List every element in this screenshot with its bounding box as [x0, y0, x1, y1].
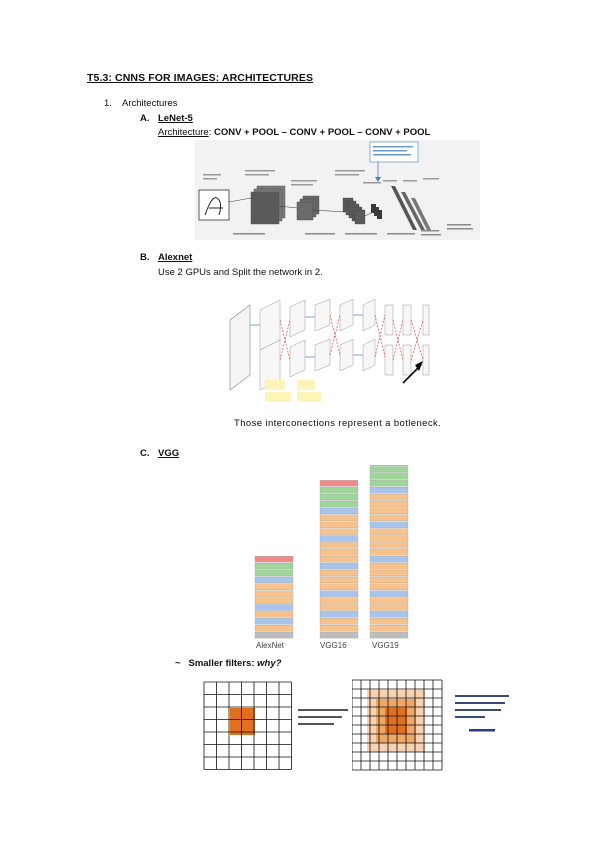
vgg-layer-block: [369, 507, 409, 515]
bullet-why: why?: [257, 658, 282, 669]
vgg-layer-block: [369, 493, 409, 501]
lenet-architecture-line: Architecture: CONV + POOL – CONV + POOL …: [158, 127, 431, 138]
vgg-layer-block: [369, 480, 409, 487]
vgg-layer-block: [319, 618, 359, 625]
vgg-letter: C.: [140, 448, 150, 459]
alexnet-caption: Those interconections represent a botlen…: [234, 418, 442, 429]
vgg-layer-block: [319, 500, 359, 508]
vgg-layer-block: [254, 604, 294, 611]
receptive-field-5x5-grid: [203, 681, 292, 770]
vgg-layer-block: [369, 576, 409, 584]
section-number: 1.: [104, 98, 112, 109]
vgg-layer-block: [369, 514, 409, 521]
vgg19-label: VGG19: [372, 641, 399, 650]
vgg-model-labels: AlexNet VGG16 VGG19: [250, 641, 420, 653]
lenet-heading: A. LeNet-5: [140, 113, 193, 124]
vgg-layer-block: [254, 583, 294, 590]
vgg-layer-block: [369, 542, 409, 549]
vgg-layer-block: [369, 465, 409, 466]
section-label: Architectures: [122, 98, 178, 109]
vgg-layer-block: [319, 549, 359, 556]
vgg-layer-block: [319, 528, 359, 535]
vgg-layer-block: [319, 487, 359, 494]
architecture-formula: CONV + POOL – CONV + POOL – CONV + POOL: [213, 127, 431, 138]
vgg-layer-block: [254, 562, 294, 570]
vgg-layer-block: [369, 549, 409, 556]
vgg-layer-block: [319, 556, 359, 563]
receptive-field-note-1: [298, 709, 348, 725]
vgg16-label: VGG16: [320, 641, 347, 650]
vgg-layer-block: [319, 562, 359, 570]
vgg-layer-block: [319, 590, 359, 597]
vgg-layer-block: [254, 590, 294, 597]
bullet-text: Smaller filters:: [188, 658, 258, 669]
vgg-layer-block: [369, 521, 409, 528]
vgg-layer-block: [254, 597, 294, 604]
vgg-layer-block: [319, 535, 359, 542]
vgg-layer-block: [369, 618, 409, 625]
vgg-layer-block: [319, 542, 359, 549]
alexnet-diagram: [225, 285, 445, 405]
vgg-layer-block: [369, 590, 409, 597]
vgg-layer-block: [369, 528, 409, 535]
vgg-layer-block: [319, 604, 359, 611]
vgg-layer-block: [319, 631, 359, 639]
vgg-layer-block: [369, 562, 409, 570]
vgg-layer-block: [369, 604, 409, 611]
vgg-layer-block: [369, 597, 409, 604]
vgg-layer-block: [319, 514, 359, 521]
vgg-heading: C. VGG: [140, 448, 179, 459]
vgg-layer-block: [369, 625, 409, 632]
alexnet-heading: B. Alexnet: [140, 252, 192, 263]
vgg-layer-block: [254, 556, 294, 563]
vgg-layer-block: [319, 611, 359, 618]
vgg-layer-block: [369, 473, 409, 480]
vgg-layer-block: [254, 631, 294, 639]
vgg-layer-block: [319, 625, 359, 632]
receptive-field-stacked-3x3-grid: [352, 679, 443, 771]
vgg-layer-block: [369, 535, 409, 542]
vgg-layer-block: [319, 493, 359, 501]
vgg-layer-block: [319, 521, 359, 528]
vgg-name: VGG: [158, 448, 180, 459]
vgg-layer-block: [254, 625, 294, 632]
vgg-layer-block: [369, 500, 409, 508]
receptive-field-note-2: [455, 695, 509, 732]
alexnet-label: AlexNet: [256, 641, 285, 650]
vgg-layer-block: [254, 611, 294, 618]
vgg-layer-block: [319, 597, 359, 604]
vgg-layer-block: [369, 487, 409, 494]
vgg-layer-stacks: [254, 465, 409, 639]
vgg-layer-block: [319, 583, 359, 590]
vgg-layer-block: [369, 611, 409, 618]
architecture-label: Architecture: [158, 127, 209, 138]
vgg-layer-block: [319, 569, 359, 577]
vgg-layer-block: [254, 576, 294, 584]
vgg-layer-block: [369, 583, 409, 590]
alexnet-name: Alexnet: [158, 252, 193, 263]
vgg-layer-block: [369, 569, 409, 577]
vgg-layer-block: [254, 569, 294, 577]
vgg-layer-block: [369, 556, 409, 563]
vgg-layer-block: [319, 480, 359, 487]
lenet-name: LeNet-5: [158, 113, 193, 124]
lenet-letter: A.: [140, 113, 150, 124]
lenet-diagram: [195, 140, 480, 240]
smaller-filters-bullet: ~ Smaller filters: why?: [175, 658, 281, 669]
section-heading: 1. Architectures: [104, 98, 177, 109]
vgg-layer-block: [369, 466, 409, 473]
alexnet-description: Use 2 GPUs and Split the network in 2.: [158, 267, 323, 278]
vgg-layer-block: [369, 631, 409, 639]
vgg-layer-block: [319, 507, 359, 515]
bullet-symbol: ~: [175, 658, 181, 669]
page-title: T5.3: CNNS FOR IMAGES: ARCHITECTURES: [87, 72, 314, 84]
vgg-layer-block: [254, 618, 294, 625]
alexnet-letter: B.: [140, 252, 150, 263]
vgg-layer-block: [319, 576, 359, 584]
